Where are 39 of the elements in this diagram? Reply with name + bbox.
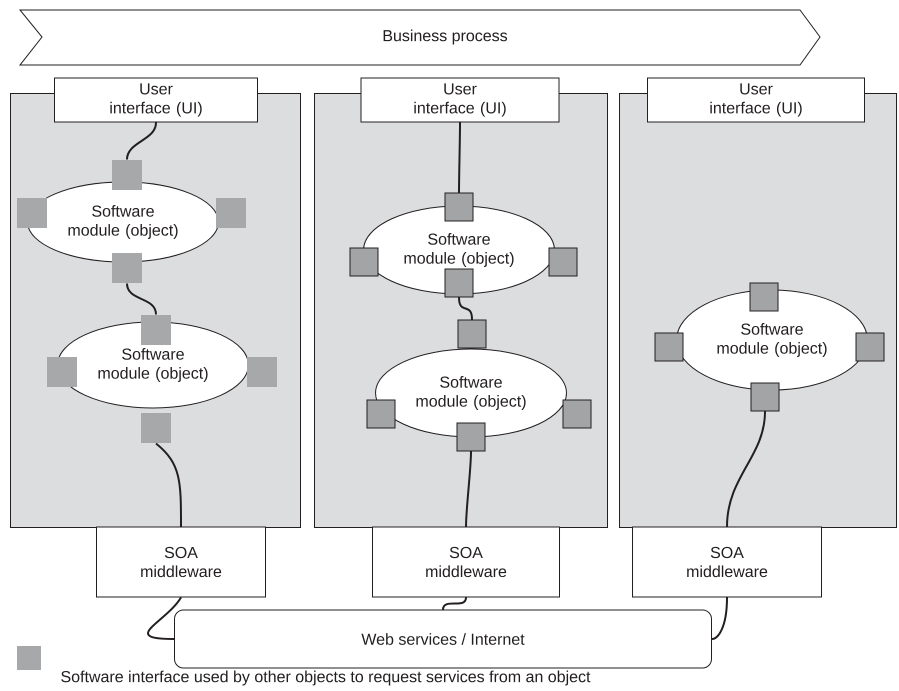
connector-line [726,411,766,527]
interface-square [112,253,142,283]
middleware-box: SOA middleware [372,526,560,598]
interface-square [444,268,474,298]
connector-line [155,442,182,526]
interface-square [548,248,578,276]
interface-square [654,332,684,362]
interface-square [366,400,396,428]
ui-box: User interface (UI) [647,78,865,122]
interface-square [750,382,780,412]
interface-square [458,320,486,348]
interface-square [456,422,486,452]
interface-square [247,357,277,387]
middleware-box: SOA middleware [96,526,266,598]
connector-line [147,596,182,640]
connector-line [442,597,467,610]
interface-square [856,332,884,362]
ui-box: User interface (UI) [360,78,560,122]
interface-square [562,400,592,428]
interface-square [17,198,47,228]
interface-square [141,413,171,443]
interface-square [112,160,142,190]
interface-square [216,198,246,228]
connector-line [126,283,157,315]
connector-line [458,297,473,320]
network-box: Web services / Internet [174,610,712,668]
connector-line [126,122,157,160]
chevron-banner: Business process [18,10,821,66]
connector-line [465,451,472,527]
interface-square [47,357,77,387]
ui-box: User interface (UI) [54,78,258,122]
interface-square [350,248,378,276]
legend-text: Software interface used by other objects to request services from an object [61,670,590,686]
interface-square [141,315,171,345]
middleware-box: SOA middleware [632,526,822,598]
connector-line [458,122,461,192]
connector-line [712,597,728,640]
interface-square [444,192,474,222]
interface-square [750,282,778,312]
